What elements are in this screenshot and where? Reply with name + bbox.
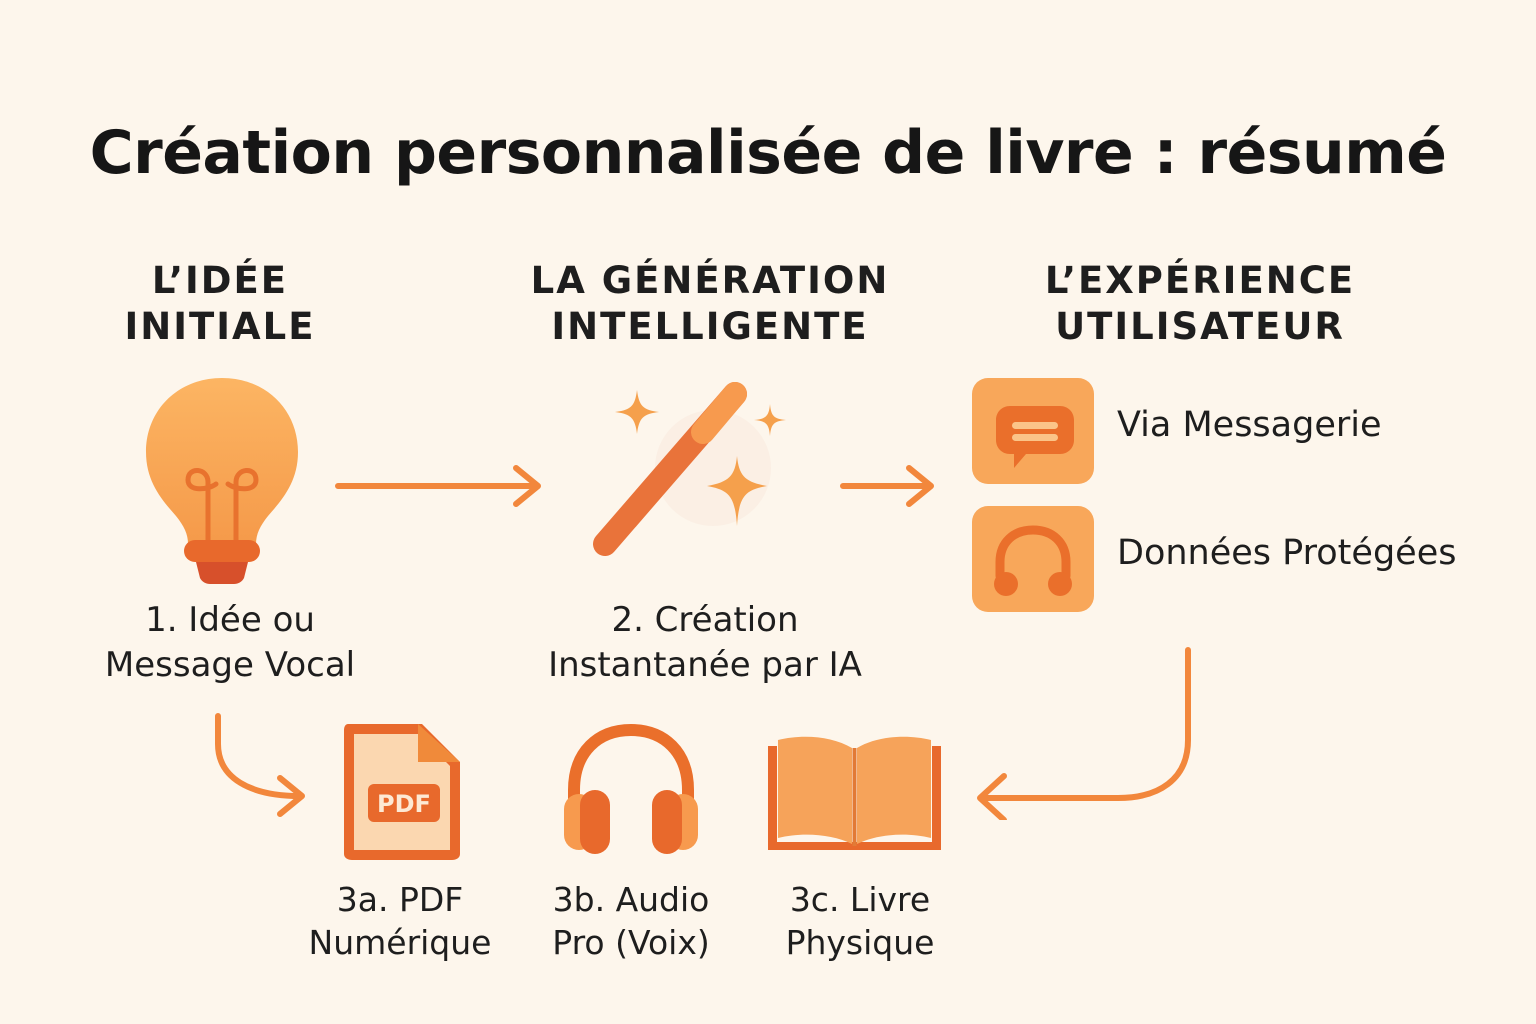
step-2-label: 2. Création Instantanée par IA (500, 598, 910, 688)
magic-wand-icon (593, 382, 786, 556)
data-protection-tile (972, 506, 1094, 612)
page-title: Création personnalisée de livre : résumé (89, 118, 1447, 188)
output-book-label-line2: Physique (785, 923, 935, 962)
heading-generation-line2: INTELLIGENTE (551, 305, 869, 348)
step-2-label-line1: 2. Création (611, 600, 799, 640)
curved-arrow-icon (215, 713, 305, 817)
step-1-label-line1: 1. Idée ou (145, 600, 315, 640)
open-book-icon (768, 736, 941, 850)
headphones-icon (994, 525, 1072, 596)
messaging-label: Via Messagerie (1117, 405, 1382, 445)
messaging-tile (972, 378, 1094, 484)
output-pdf-label: 3a. PDF Numérique (290, 878, 510, 964)
step-1-label-line2: Message Vocal (104, 645, 356, 685)
arrow-right-icon (335, 465, 541, 507)
output-pdf-label-line2: Numérique (308, 923, 492, 962)
lightbulb-icon (146, 378, 298, 584)
chat-bubble-icon (996, 406, 1074, 468)
output-audio-label-line2: Pro (Voix) (552, 923, 710, 962)
heading-idea-line1: L’IDÉE (151, 259, 289, 302)
output-audio-label: 3b. Audio Pro (Voix) (520, 878, 742, 964)
arrow-right-icon (840, 465, 934, 507)
pdf-badge: PDF (377, 790, 431, 818)
heading-idea: L’IDÉE INITIALE (70, 258, 370, 350)
step-2-label-line2: Instantanée par IA (548, 645, 862, 685)
output-book-label-line1: 3c. Livre (789, 880, 931, 919)
heading-generation: LA GÉNÉRATION INTELLIGENTE (510, 258, 910, 350)
heading-idea-line2: INITIALE (124, 305, 316, 348)
heading-experience-line1: L’EXPÉRIENCE (1044, 259, 1356, 302)
pdf-file-icon: PDF (344, 724, 460, 860)
data-protection-label: Données Protégées (1117, 533, 1457, 573)
step-1-label: 1. Idée ou Message Vocal (60, 598, 400, 688)
headphones-icon (564, 723, 698, 854)
output-book-label: 3c. Livre Physique (755, 878, 965, 964)
heading-experience: L’EXPÉRIENCE UTILISATEUR (1020, 258, 1380, 350)
heading-experience-line2: UTILISATEUR (1055, 305, 1345, 348)
output-audio-label-line1: 3b. Audio (552, 880, 710, 919)
output-pdf-label-line1: 3a. PDF (336, 880, 464, 919)
heading-generation-line1: LA GÉNÉRATION (530, 259, 890, 302)
return-arrow-icon (977, 647, 1191, 820)
